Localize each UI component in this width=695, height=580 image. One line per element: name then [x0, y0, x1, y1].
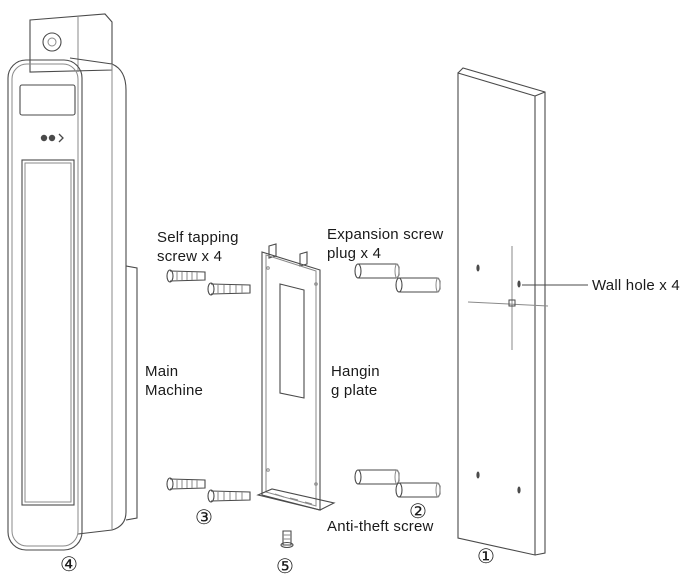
expansion-plugs [354, 263, 441, 498]
wall-panel-drawing [457, 67, 588, 556]
anti-theft-screw-label: Anti-theft screw [327, 518, 434, 535]
self-tapping-screws [166, 269, 251, 503]
number-2-plug: ② [409, 499, 427, 523]
number-4-machine: ④ [60, 552, 78, 576]
hanging-plate-label: Hangin g plate [331, 363, 380, 399]
main-machine-drawing [7, 13, 138, 551]
hanging-plate-drawing [256, 243, 336, 511]
anti-theft-screw-drawing [280, 530, 294, 549]
main-machine-label: Main Machine [145, 363, 204, 399]
self-tapping-screw-label: Self tapping screw x 4 [157, 229, 239, 265]
number-5-anti-theft: ⑤ [276, 554, 294, 578]
number-1-wall: ① [477, 544, 495, 568]
number-3-screw: ③ [195, 505, 213, 529]
wall-hole-label: Wall hole x 4 [592, 277, 680, 294]
expansion-screw-plug-label: Expansion screw plug x 4 [327, 226, 444, 262]
